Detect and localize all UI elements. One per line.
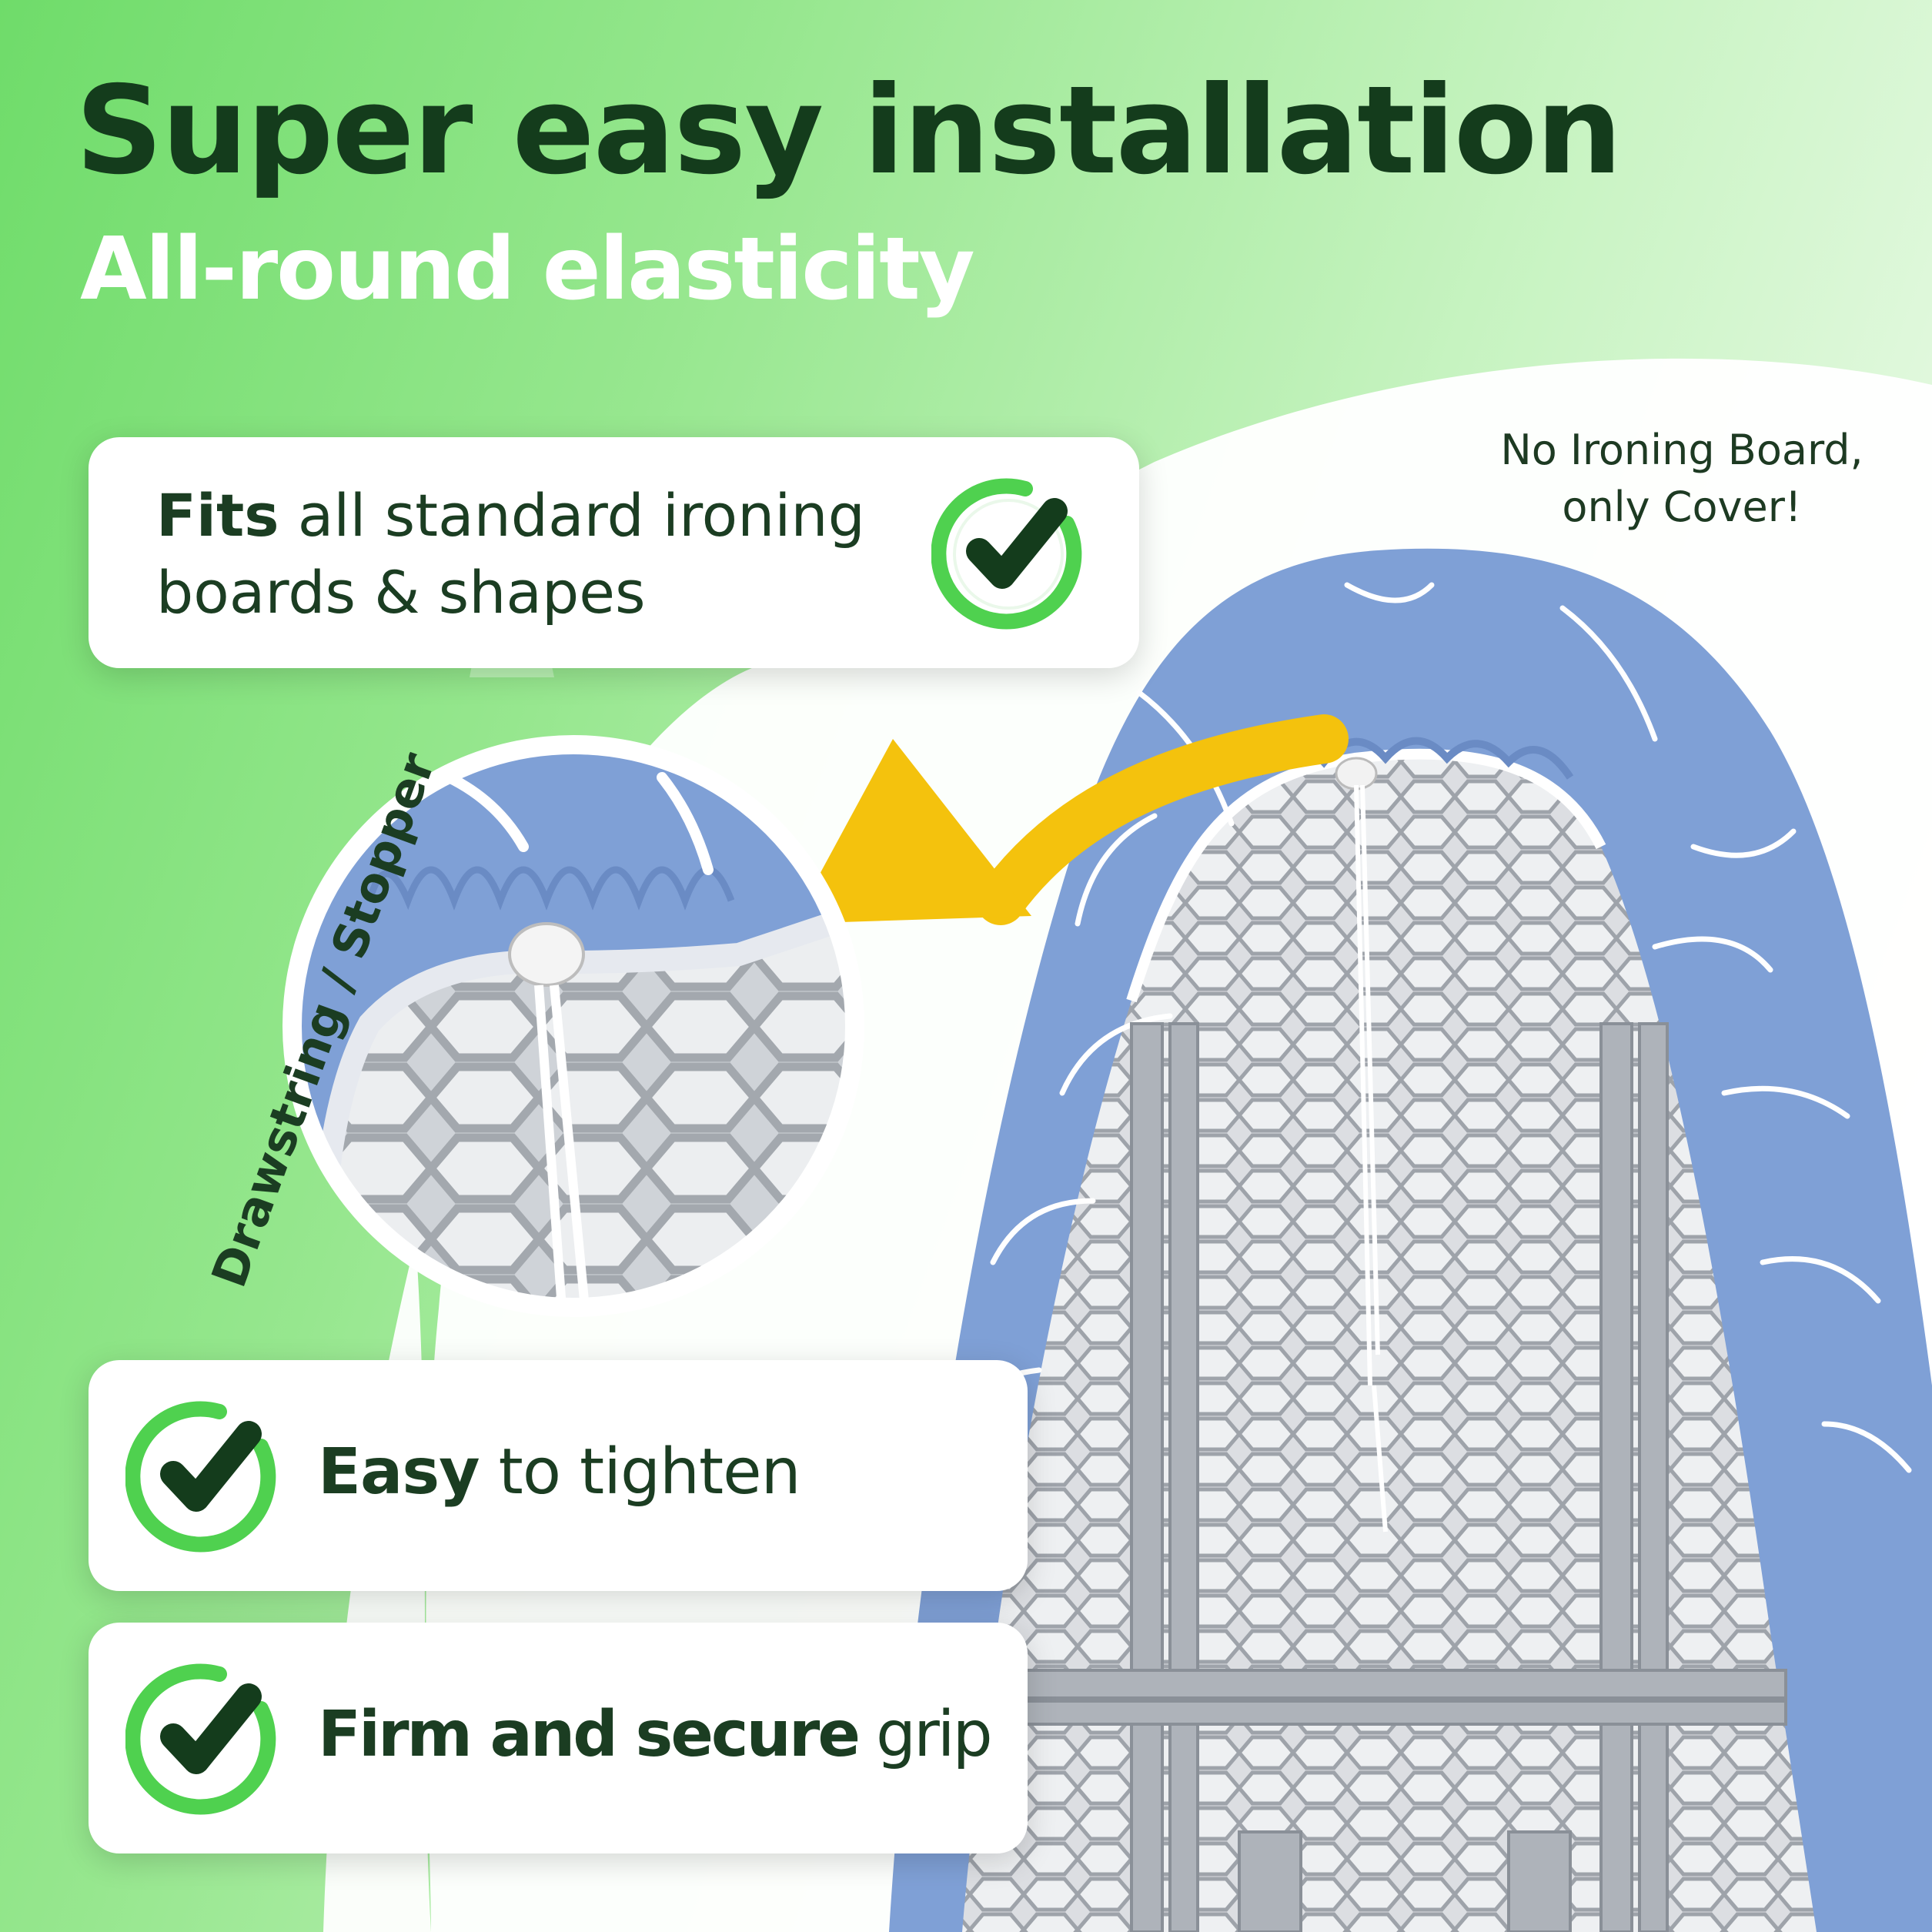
feature-card-firm: Firm and secure grip bbox=[89, 1623, 1028, 1853]
product-note-line-2: only Cover! bbox=[1562, 483, 1802, 531]
detail-zoom-circle bbox=[282, 735, 864, 1317]
check-circle-icon bbox=[931, 478, 1082, 630]
subheadline: All-round elasticity bbox=[80, 219, 975, 319]
feature-bold-fits: Fits bbox=[156, 481, 279, 550]
feature-text-firm: Firm and secure grip bbox=[318, 1698, 993, 1771]
feature-line2-fits: boards & shapes bbox=[156, 558, 646, 627]
feature-bold-easy: Easy bbox=[318, 1436, 480, 1509]
feature-rest-fits: all standard ironing bbox=[279, 481, 865, 550]
ironing-board-photo bbox=[889, 548, 1932, 1932]
feature-card-easy: Easy to tighten bbox=[89, 1360, 1028, 1591]
curved-arrow-icon bbox=[793, 714, 1349, 925]
feature-bold-firm: Firm and secure bbox=[318, 1698, 861, 1771]
check-circle-icon bbox=[125, 1401, 276, 1553]
feature-rest-firm: grip bbox=[857, 1698, 993, 1771]
check-circle-icon bbox=[125, 1663, 276, 1815]
product-note: No Ironing Board, only Cover! bbox=[1447, 422, 1917, 536]
feature-rest-easy: to tighten bbox=[479, 1436, 801, 1509]
feature-text-fits: Fits all standard ironing boards & shape… bbox=[156, 477, 865, 631]
feature-text-easy: Easy to tighten bbox=[318, 1436, 801, 1509]
product-note-line-1: No Ironing Board, bbox=[1500, 426, 1863, 474]
feature-card-fits: Fits all standard ironing boards & shape… bbox=[89, 437, 1139, 668]
headline: Super easy installation bbox=[75, 60, 1623, 202]
